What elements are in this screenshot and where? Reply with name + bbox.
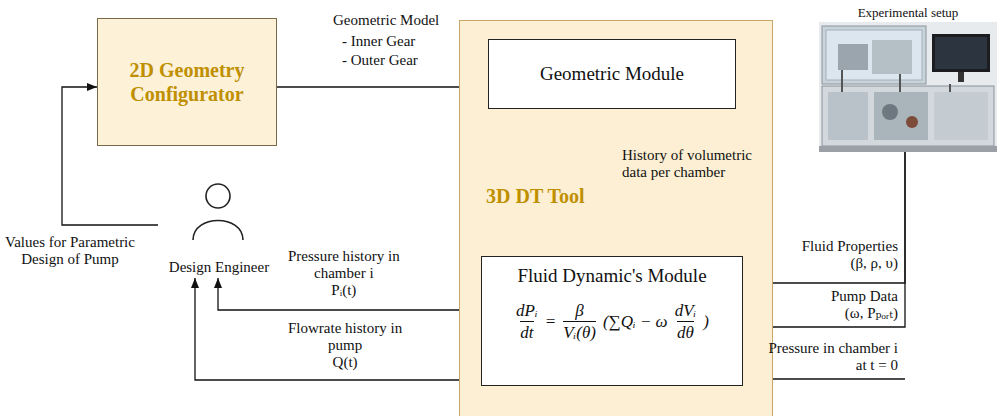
denominator: Vᵢ(θ) <box>563 321 596 343</box>
panel-title: 3D DT Tool <box>486 185 585 208</box>
edge-label: Pump Data (ω, Pₚₒᵣₜ) <box>831 288 898 322</box>
note-label: - Outer Gear <box>342 52 418 69</box>
configurator-box: 2D Geometry Configurator <box>97 18 277 146</box>
numerator: β <box>575 301 583 321</box>
equation: dPᵢdt = βVᵢ(θ) (∑Qᵢ − ω dVᵢdθ) <box>482 301 742 343</box>
note-label: - Inner Gear <box>342 33 415 50</box>
photo-caption: Experimental setup <box>819 5 997 21</box>
edge-label: Flowrate history in pump Q(t) <box>288 320 402 371</box>
edge-label: Values for Parametric Design of Pump <box>5 234 135 268</box>
box-title: Fluid Dynamic's Module <box>482 265 742 287</box>
numerator: dVᵢ <box>675 301 697 321</box>
box-title: 2D Geometry Configurator <box>130 58 245 106</box>
fraction: βVᵢ(θ) <box>563 301 596 343</box>
edge-label: Fluid Properties (β, ρ, υ) <box>802 238 898 272</box>
numerator: dPᵢ <box>516 301 538 321</box>
note-label: Pressure in chamber i at t = 0 <box>768 340 898 374</box>
actor-label: Design Engineer <box>158 259 280 276</box>
equation-term: (∑Qᵢ − ω <box>603 312 668 332</box>
photo-node: Experimental setup <box>819 0 997 152</box>
module-box: Geometric Module <box>488 39 736 109</box>
tool-panel: 3D DT Tool Geometric ModuleFluid Dynamic'… <box>459 20 773 416</box>
person-icon <box>193 184 243 240</box>
box-title: Geometric Module <box>540 63 684 85</box>
equation-term: ) <box>703 312 709 332</box>
edge-label: Pressure history in chamber i Pᵢ(t) <box>288 248 400 299</box>
edge-label: Geometric Model <box>333 12 439 29</box>
edge-label: History of volumetric data per chamber <box>622 147 752 181</box>
denominator: dθ <box>677 321 694 343</box>
setup-photo <box>819 22 997 152</box>
equation-term: = <box>545 312 556 332</box>
fraction: dVᵢdθ <box>675 301 697 343</box>
module-box: Fluid Dynamic's Module dPᵢdt = βVᵢ(θ) (∑Qᵢ −… <box>481 256 743 386</box>
denominator: dt <box>520 321 533 343</box>
connector <box>277 86 488 87</box>
fraction: dPᵢdt <box>516 301 538 343</box>
actor: Design Engineer <box>158 180 280 278</box>
